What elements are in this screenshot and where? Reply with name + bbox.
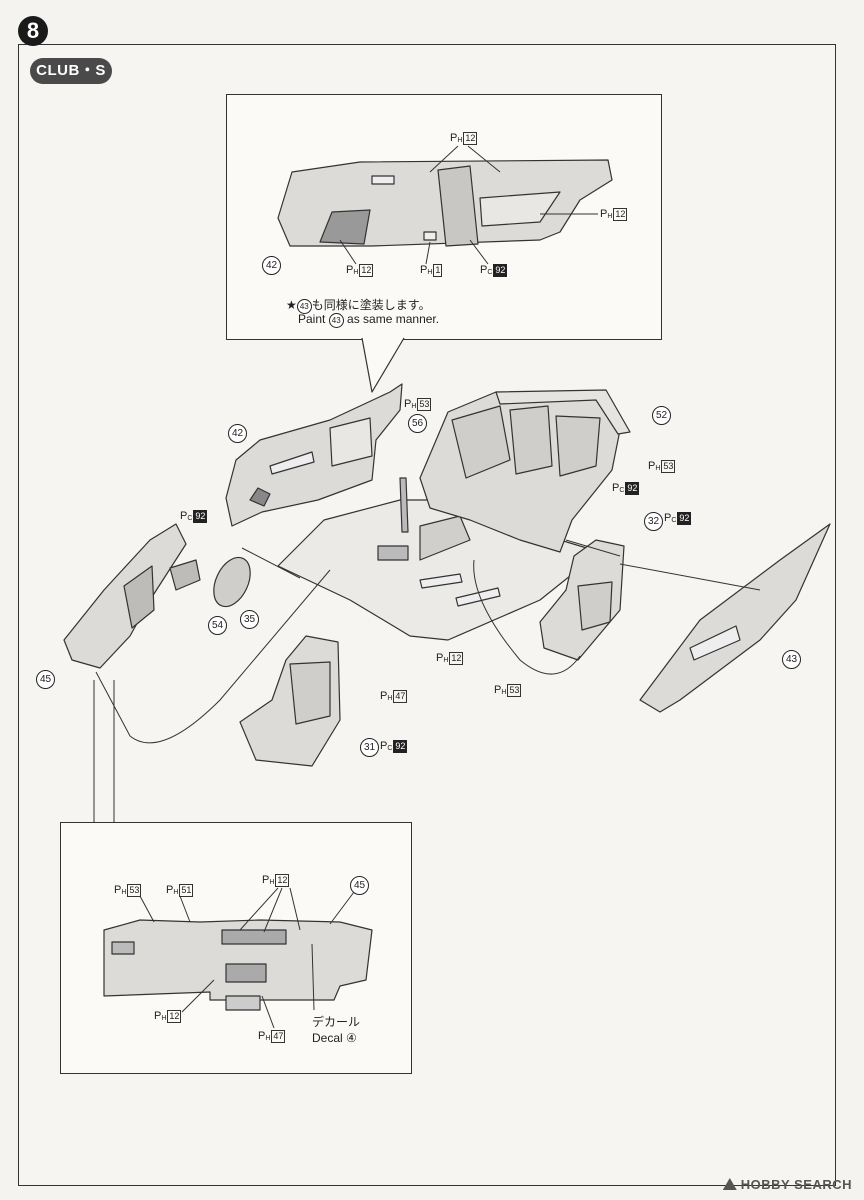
- part-number-54: 54: [208, 616, 227, 635]
- dashboard-detail-drawing: [103, 919, 373, 1001]
- decal-number: ④: [346, 1031, 357, 1045]
- part-number-35: 35: [240, 610, 259, 629]
- decal-label-ja: デカール: [312, 1015, 361, 1029]
- decal-label-en: Decal: [312, 1031, 343, 1045]
- steering-column: [169, 559, 201, 591]
- door-right: [639, 523, 831, 713]
- part-number-31: 31: [360, 738, 379, 757]
- part-number-43: 43: [782, 650, 801, 669]
- watermark: HOBBY SEARCH: [722, 1177, 852, 1192]
- part-number-45-detail: 45: [350, 876, 369, 895]
- steering-wheel: [213, 556, 251, 608]
- part-number-42-detail: 42: [262, 256, 281, 275]
- part-number-32: 32: [644, 512, 663, 531]
- shift-lever: [399, 477, 409, 533]
- variant-badge: CLUB・S: [30, 58, 112, 84]
- part-number-52: 52: [652, 406, 671, 425]
- decal-label: デカール Decal ④: [312, 1014, 360, 1046]
- step-number: 8: [18, 16, 48, 46]
- part-number-45: 45: [36, 670, 55, 689]
- watermark-logo-icon: [722, 1178, 737, 1190]
- dashboard: [63, 523, 187, 669]
- part-number-42: 42: [228, 424, 247, 443]
- door-left: [225, 383, 403, 527]
- note-english: Paint 43 as same manner.: [298, 312, 440, 328]
- part-number-56: 56: [408, 414, 427, 433]
